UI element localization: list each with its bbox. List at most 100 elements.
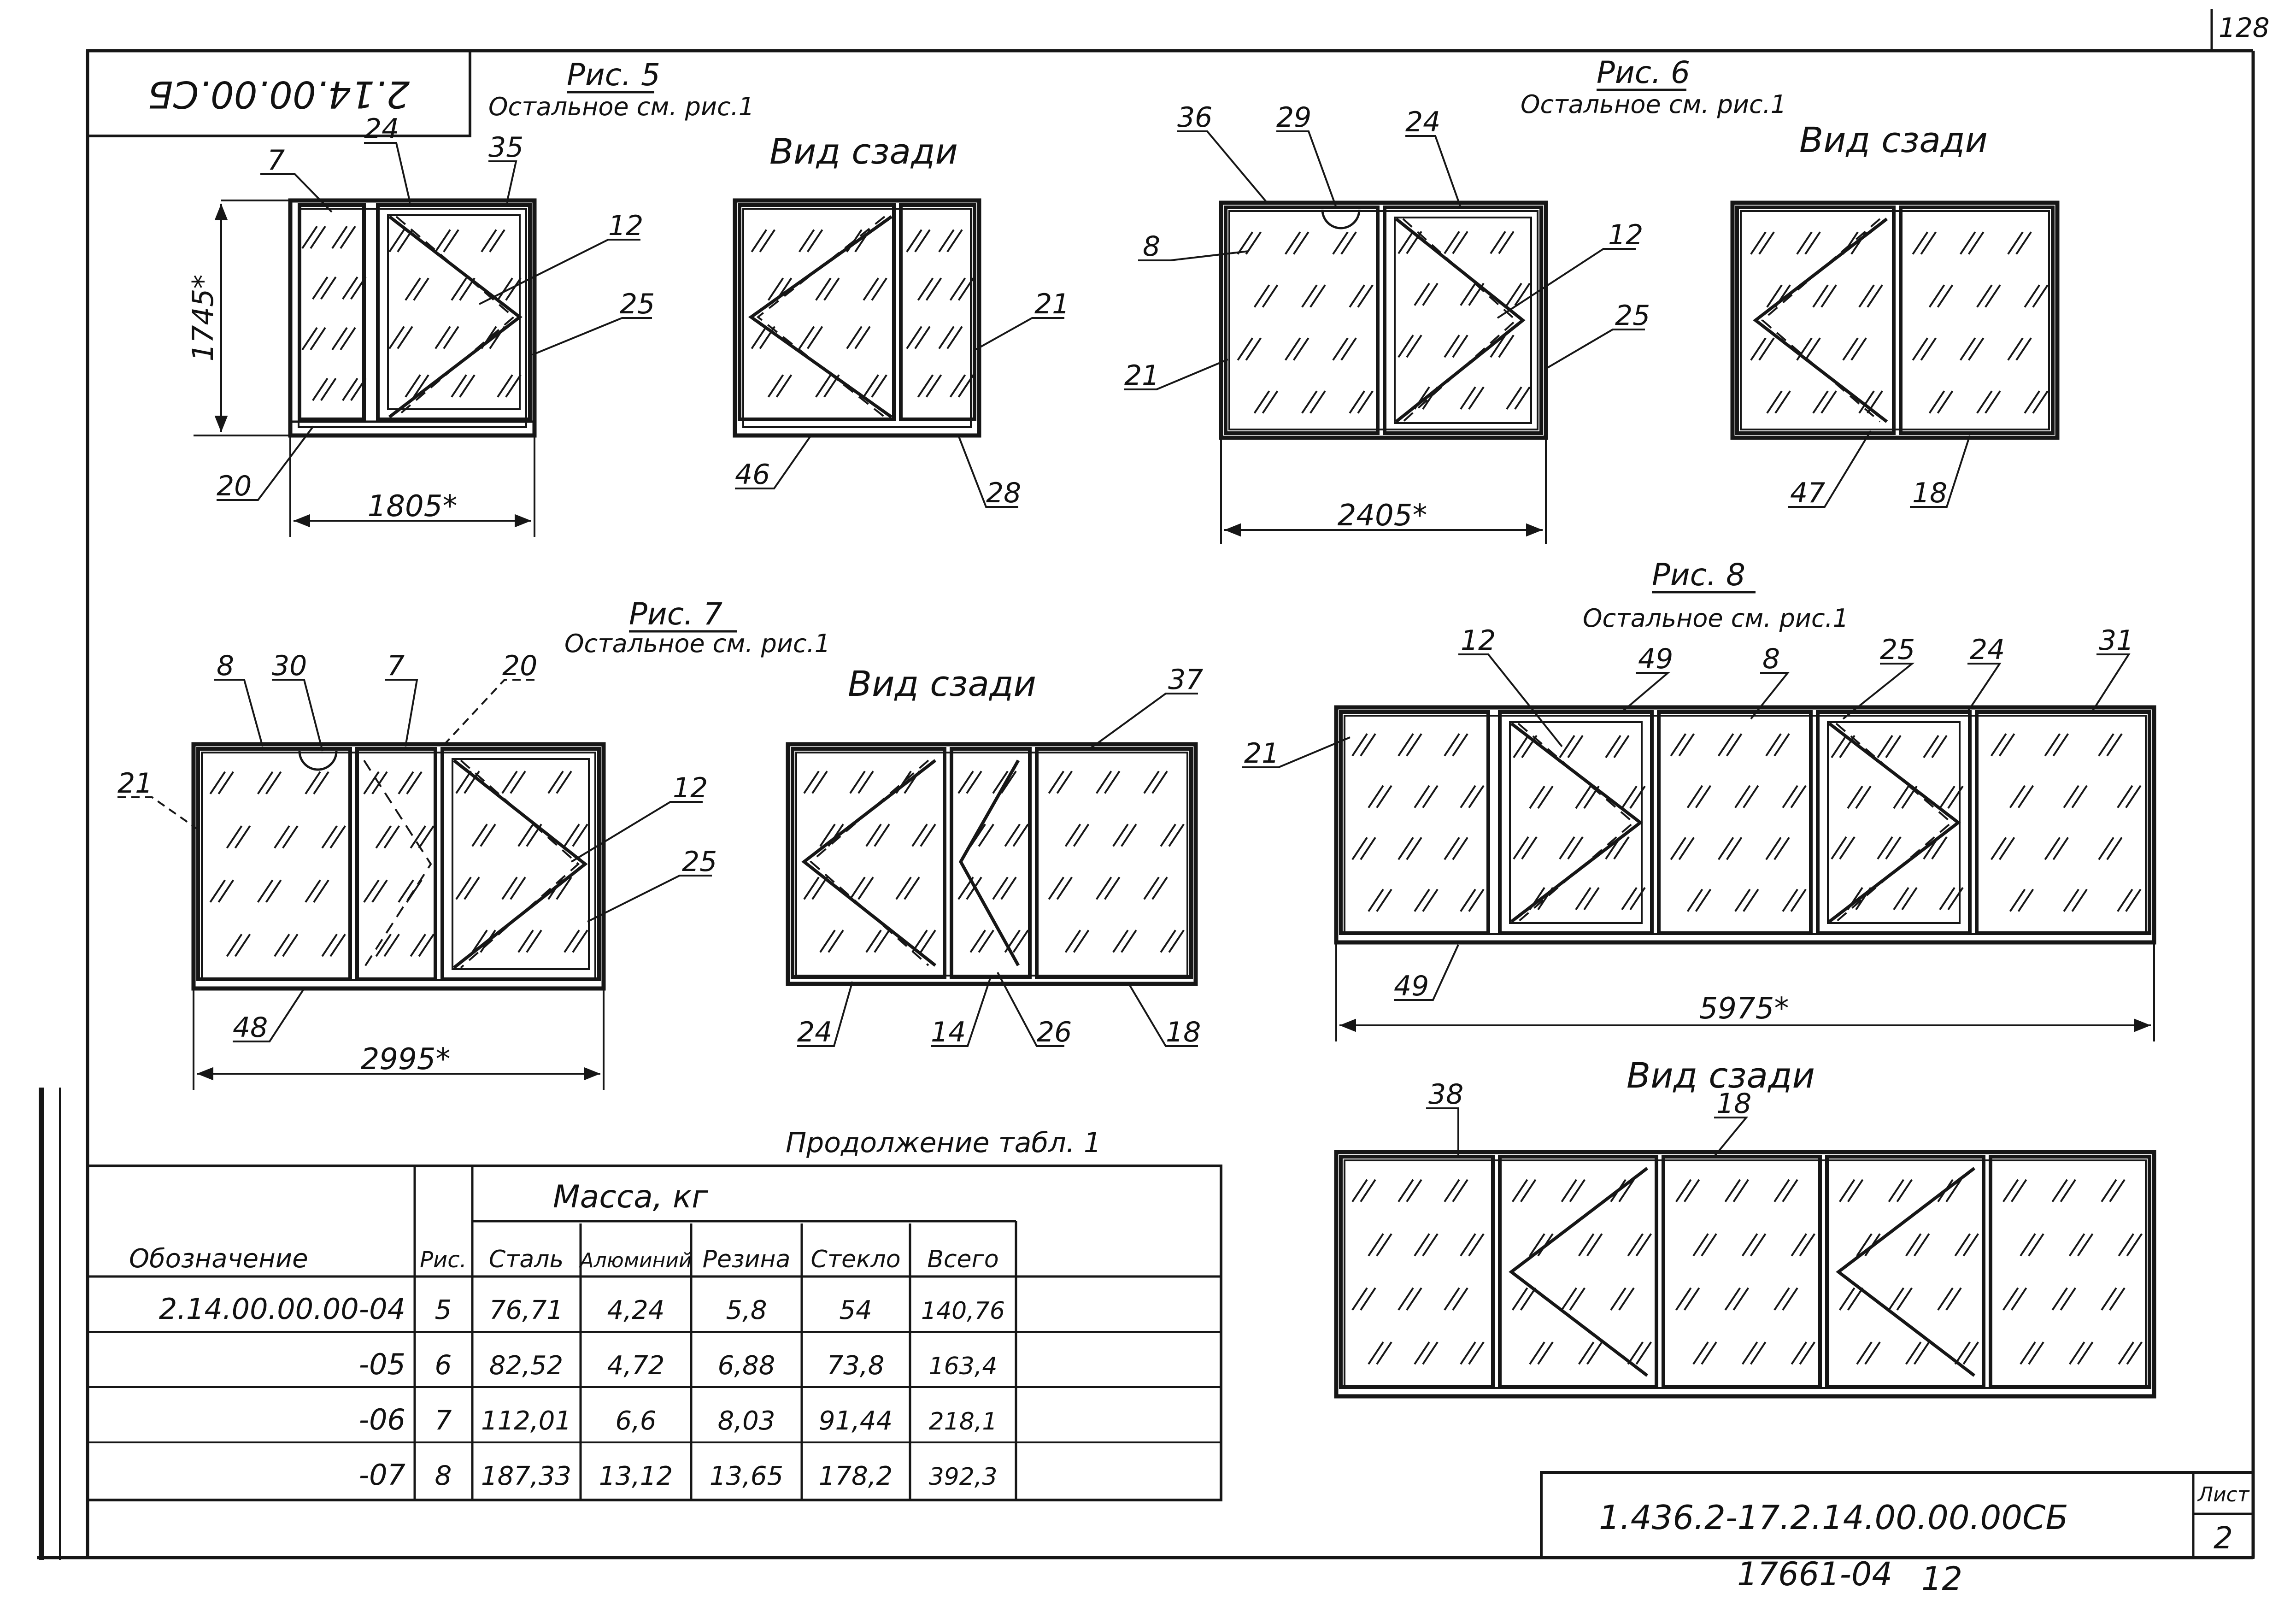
glass-hatch-mark: [1048, 771, 1064, 794]
glass-hatch-mark: [906, 229, 922, 253]
glass-hatch-mark: [904, 876, 920, 900]
glass-hatch-mark: [257, 879, 274, 903]
glass-hatch-mark: [1726, 733, 1743, 757]
glass-hatch-mark: [1790, 888, 1807, 912]
glass-hatch-mark: [265, 771, 282, 794]
fig7-callout-21: 21: [117, 767, 153, 800]
glass-hatch-mark: [2063, 785, 2079, 808]
glass-hatch-mark: [828, 824, 844, 847]
glass-hatch-mark: [1937, 284, 1954, 308]
glass-hatch-mark: [1613, 836, 1630, 860]
fig7-title: Рис. 7: [629, 596, 722, 632]
glass-hatch-mark: [1931, 735, 1948, 759]
sheet-label: Лист: [2197, 1483, 2250, 1506]
fig7-back-view: Вид сзади: [848, 663, 1036, 704]
mirrored-code: 2.14.00.00.СБ: [148, 73, 410, 116]
glass-hatch-mark: [1460, 888, 1476, 912]
glass-hatch-mark: [1732, 1179, 1749, 1202]
glass-hatch-mark: [510, 876, 526, 900]
glass-hatch-mark: [2118, 1233, 2134, 1257]
glass-hatch-mark: [1701, 1233, 1717, 1257]
glass-hatch-mark: [556, 771, 572, 794]
glass-hatch-mark: [209, 879, 226, 903]
glass-hatch-mark: [2106, 733, 2123, 757]
glass-hatch-mark: [1867, 390, 1883, 414]
glass-hatch-mark: [2007, 231, 2024, 255]
glass-hatch-mark: [1143, 876, 1160, 900]
glass-hatch-mark: [1368, 1233, 1384, 1257]
glass-hatch-mark: [1773, 837, 1790, 860]
glass-hatch-mark: [413, 277, 429, 301]
fig5-callout-35: 35: [488, 131, 523, 164]
glass-hatch-mark: [1444, 733, 1460, 757]
glass-hatch-mark: [1444, 837, 1460, 860]
glass-hatch-mark: [1575, 785, 1591, 809]
glass-hatch-mark: [1847, 1179, 1864, 1202]
glass-hatch-mark: [2052, 837, 2069, 860]
glass-hatch-mark: [1561, 1179, 1577, 1202]
mass-table: [86, 1165, 1222, 1501]
glass-hatch-mark: [1960, 231, 1976, 255]
glass-hatch-mark: [2077, 1233, 2094, 1257]
glass-hatch-mark: [1684, 1179, 1700, 1202]
glass-hatch-mark: [1864, 1233, 1881, 1257]
glass-hatch-mark: [418, 934, 435, 957]
fig8-back-callout-38: 38: [1428, 1078, 1463, 1111]
glass-hatch-mark: [510, 771, 526, 794]
glass-hatch-mark: [969, 824, 986, 847]
glass-hatch-mark: [1629, 887, 1646, 911]
glass-hatch-mark: [451, 277, 467, 301]
glass-hatch-mark: [1831, 735, 1847, 759]
glass-hatch-mark: [857, 771, 874, 794]
glass-hatch-mark: [1812, 284, 1829, 308]
glass-hatch-mark: [871, 374, 887, 398]
glass-hatch-mark: [1799, 1341, 1815, 1365]
table-col-total: Всего: [927, 1246, 998, 1273]
glass-hatch-mark: [489, 229, 505, 253]
row-rubber: 6,88: [718, 1351, 775, 1381]
glass-hatch-mark: [1406, 837, 1422, 860]
glass-hatch-mark: [310, 225, 326, 249]
glass-hatch-mark: [1635, 1341, 1652, 1365]
glass-hatch-mark: [2011, 1179, 2027, 1202]
glass-hatch-mark: [489, 326, 505, 349]
glass-hatch-mark: [1914, 1341, 1930, 1365]
row-aluminium: 13,12: [599, 1461, 673, 1491]
glass-hatch-mark: [1855, 887, 1872, 911]
glass-hatch-mark: [1498, 231, 1515, 254]
glass-hatch-mark: [1237, 337, 1253, 361]
glass-hatch-mark: [917, 277, 934, 301]
glass-hatch-mark: [1586, 1341, 1603, 1365]
glass-hatch-mark: [2117, 785, 2133, 808]
glass-hatch-mark: [1332, 337, 1349, 361]
table-row: -07 8 187,33 13,12 13,65 178,2 392,3: [359, 1458, 998, 1492]
glass-hatch-mark: [464, 876, 480, 900]
glass-hatch-mark: [1856, 1341, 1873, 1365]
glass-hatch-mark: [257, 771, 274, 794]
glass-hatch-mark: [1512, 1287, 1528, 1311]
glass-hatch-mark: [1398, 335, 1414, 358]
fig7-rest-note: Остальное см. рис.1: [564, 629, 830, 658]
glass-hatch-mark: [1695, 888, 1712, 912]
glass-hatch-mark: [1567, 836, 1584, 860]
glass-hatch-mark: [1452, 231, 1468, 254]
glass-hatch-mark: [1621, 887, 1638, 911]
glass-hatch-mark: [1991, 733, 2007, 757]
glass-hatch-mark: [1991, 837, 2007, 860]
glass-hatch-mark: [2069, 1341, 2085, 1365]
glass-hatch-mark: [1839, 836, 1856, 860]
glass-hatch-mark: [865, 929, 882, 953]
glass-hatch-mark: [914, 326, 931, 349]
glass-hatch-mark: [497, 277, 513, 301]
glass-hatch-mark: [1506, 282, 1522, 306]
glass-hatch-mark: [2125, 888, 2142, 912]
glass-hatch-mark: [1414, 888, 1430, 912]
glass-hatch-mark: [969, 929, 986, 953]
glass-hatch-mark: [471, 824, 488, 847]
glass-hatch-mark: [2020, 1341, 2036, 1365]
glass-hatch-mark: [383, 934, 400, 957]
glass-hatch-mark: [1143, 771, 1160, 794]
glass-hatch-mark: [2106, 837, 2123, 860]
glass-hatch-mark: [849, 876, 866, 900]
glass-hatch-mark: [350, 276, 367, 300]
